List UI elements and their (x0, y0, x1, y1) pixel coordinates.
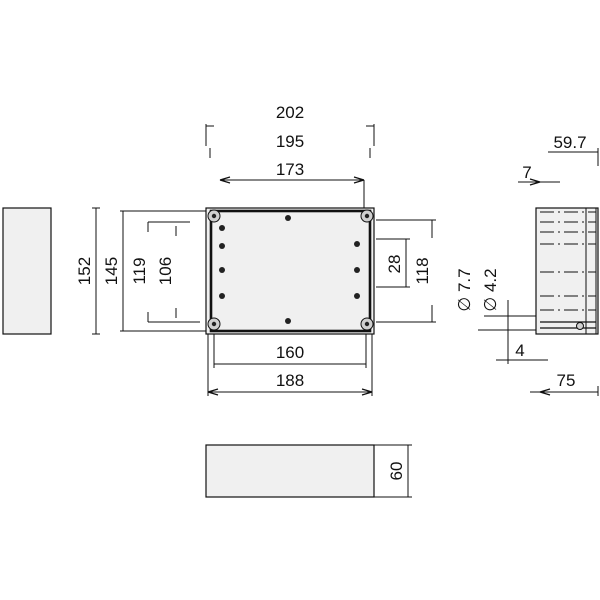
dim-145: 145 (102, 210, 206, 332)
mounting-points (219, 215, 360, 324)
dim-152: 152 (75, 207, 100, 335)
dim-173-label: 173 (276, 160, 304, 179)
dim-4-label: 4 (515, 341, 524, 360)
dim-195: 195 (209, 132, 371, 158)
dim-152-label: 152 (75, 257, 94, 285)
dim-160: 160 (213, 334, 367, 368)
dim-7-7-label: ∅ 7.7 (455, 268, 474, 311)
dim-118: 118 (376, 219, 436, 323)
dim-hole-diameters: ∅ 7.7 ∅ 4.2 (455, 268, 536, 346)
left-side-view (2, 207, 52, 335)
dim-75-label: 75 (557, 371, 576, 390)
dim-60: 60 (374, 444, 412, 498)
front-view (205, 444, 375, 498)
dim-59-7-label: 59.7 (553, 133, 586, 152)
right-side-view (535, 207, 599, 335)
dim-4: 4 (496, 341, 548, 364)
dim-106-label: 106 (156, 257, 175, 285)
dim-60-label: 60 (387, 462, 406, 481)
dim-59-7: 59.7 (548, 133, 599, 166)
dim-188-label: 188 (276, 371, 304, 390)
dim-7: 7 (518, 163, 560, 186)
dim-202: 202 (205, 103, 375, 146)
dim-202-label: 202 (276, 103, 304, 122)
dim-7-label: 7 (522, 163, 531, 182)
dim-75: 75 (530, 371, 599, 396)
dim-118-label: 118 (413, 257, 432, 284)
dim-28-label: 28 (385, 255, 404, 274)
dim-4-2-label: ∅ 4.2 (481, 268, 500, 311)
dim-188: 188 (207, 334, 373, 396)
dim-106: 106 (156, 226, 177, 318)
dim-28: 28 (376, 238, 410, 288)
dim-145-label: 145 (102, 257, 121, 285)
dim-160-label: 160 (276, 343, 304, 362)
dim-119-label: 119 (130, 257, 149, 284)
main-top-view (205, 207, 375, 335)
dim-119: 119 (130, 221, 200, 323)
dim-195-label: 195 (276, 132, 304, 151)
dim-173: 173 (219, 160, 365, 208)
